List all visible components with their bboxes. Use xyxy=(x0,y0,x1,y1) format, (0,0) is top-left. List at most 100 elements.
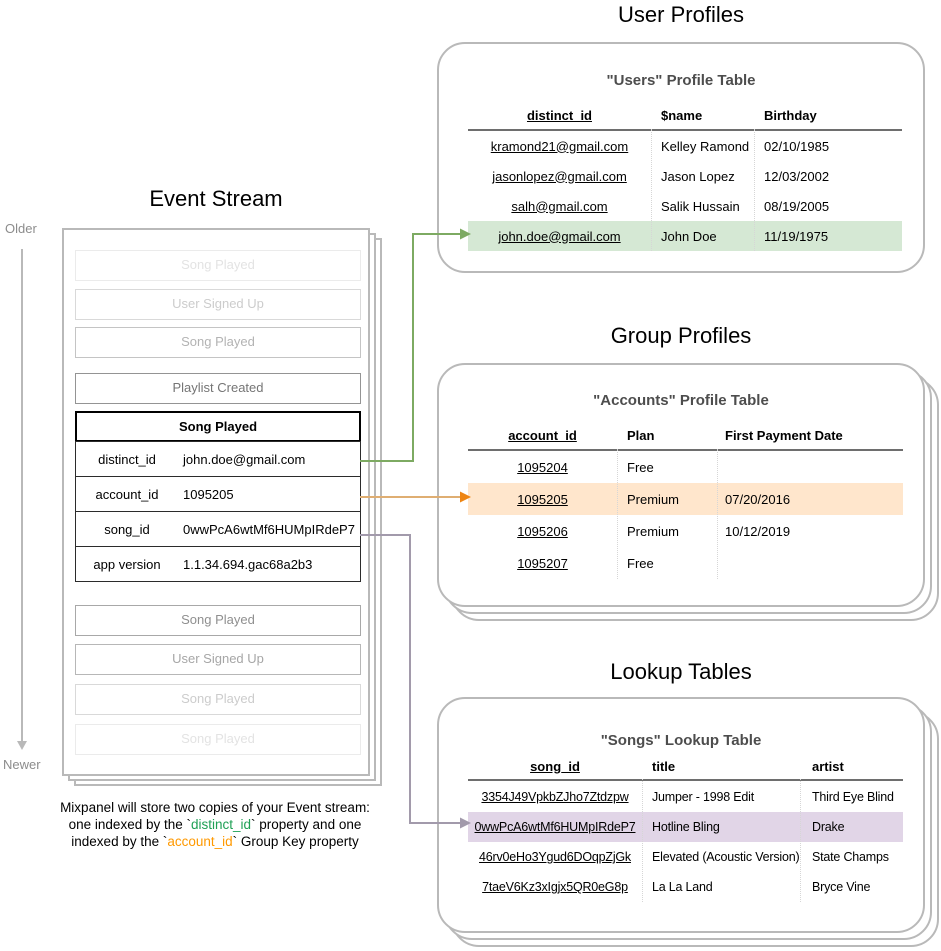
timeline-line xyxy=(21,249,23,741)
songs-table-title: "Songs" Lookup Table xyxy=(600,732,762,749)
table-row: jasonlopez@gmail.com Jason Lopez 12/03/2… xyxy=(468,161,902,191)
songs-table-header: song_id title artist xyxy=(468,753,903,779)
cell-birthday: 12/03/2002 xyxy=(764,168,830,184)
column-separator xyxy=(642,779,643,902)
cell-birthday: 11/19/1975 xyxy=(764,228,829,244)
cell-account-id: 1095206 xyxy=(517,523,568,539)
cell-plan: Premium xyxy=(627,491,680,507)
distinct-id-code: distinct_id xyxy=(190,817,252,832)
cell-name: Jason Lopez xyxy=(661,168,735,184)
property-value: 1.1.34.694.gac68a2b3 xyxy=(183,556,313,572)
cell-account-id: 1095205 xyxy=(517,491,568,507)
table-row-highlighted: john.doe@gmail.com John Doe 11/19/1975 xyxy=(468,221,902,251)
event-property-row: distinct_id john.doe@gmail.com xyxy=(75,441,361,477)
table-row: 46rv0eHo3Ygud6DOqpZjGk Elevated (Acousti… xyxy=(468,842,903,872)
cell-plan: Free xyxy=(627,459,654,475)
table-row-highlighted: 0wwPcA6wtMf6HUMpIRdeP7 Hotline Bling Dra… xyxy=(468,812,903,842)
property-key: distinct_id xyxy=(98,451,156,467)
cell-account-id: 1095204 xyxy=(517,459,568,475)
table-row: kramond21@gmail.com Kelley Ramond 02/10/… xyxy=(468,131,902,161)
column-header: account_id xyxy=(508,427,577,443)
newer-label: Newer xyxy=(3,757,41,772)
active-event-card: Song Played distinct_id john.doe@gmail.c… xyxy=(75,411,361,582)
property-value: john.doe@gmail.com xyxy=(183,451,306,467)
table-row: salh@gmail.com Salik Hussain 08/19/2005 xyxy=(468,191,902,221)
property-key: song_id xyxy=(104,521,150,537)
cell-distinct-id: salh@gmail.com xyxy=(511,198,608,214)
event-box: Song Played xyxy=(75,684,361,715)
group-profiles-card: "Accounts" Profile Table account_id Plan… xyxy=(437,363,925,607)
footnote-line-1: Mixpanel will store two copies of your E… xyxy=(60,800,370,815)
column-separator xyxy=(651,129,652,251)
cell-artist: Drake xyxy=(812,820,845,834)
column-separator xyxy=(800,779,801,902)
column-separator xyxy=(617,449,618,579)
property-key: account_id xyxy=(95,486,159,502)
cell-artist: State Champs xyxy=(812,850,889,864)
cell-name: Kelley Ramond xyxy=(661,138,750,154)
header-divider xyxy=(468,779,903,781)
column-header: Birthday xyxy=(764,107,817,123)
event-box: Song Played xyxy=(75,724,361,755)
property-key: app version xyxy=(93,556,161,572)
lookup-tables-card: "Songs" Lookup Table song_id title artis… xyxy=(437,697,925,933)
column-header: title xyxy=(652,758,676,774)
cell-plan: Free xyxy=(627,555,654,571)
table-row-highlighted: 1095205 Premium 07/20/2016 xyxy=(468,483,903,515)
cell-distinct-id: jasonlopez@gmail.com xyxy=(492,168,627,184)
event-stream-container: Song Played User Signed Up Song Played P… xyxy=(62,228,370,776)
column-header: Plan xyxy=(627,427,655,443)
column-header: distinct_id xyxy=(526,107,592,123)
event-property-row: account_id 1095205 xyxy=(75,476,361,512)
timeline-arrow-down-icon xyxy=(16,741,27,750)
cell-first-payment-date: 10/12/2019 xyxy=(725,523,791,539)
footnote-line-3: indexed by the `account_id` Group Key pr… xyxy=(71,834,359,849)
cell-song-id: 46rv0eHo3Ygud6DOqpZjGk xyxy=(479,850,631,864)
users-table-header: distinct_id $name Birthday xyxy=(468,102,902,128)
group-profiles-title: Group Profiles xyxy=(610,323,752,348)
cell-distinct-id: kramond21@gmail.com xyxy=(490,138,629,154)
cell-title: La La Land xyxy=(652,880,713,894)
column-separator xyxy=(717,449,718,579)
cell-name: John Doe xyxy=(661,228,717,244)
users-table-title: "Users" Profile Table xyxy=(606,72,756,89)
event-box: Song Played xyxy=(75,327,361,358)
header-divider xyxy=(468,129,902,131)
event-box: Playlist Created xyxy=(75,373,361,404)
event-property-row: app version 1.1.34.694.gac68a2b3 xyxy=(75,546,361,582)
cell-distinct-id: john.doe@gmail.com xyxy=(498,228,621,244)
event-box: Song Played xyxy=(75,250,361,281)
cell-artist: Third Eye Blind xyxy=(812,790,894,804)
event-property-row: song_id 0wwPcA6wtMf6HUMpIRdeP7 xyxy=(75,511,361,547)
accounts-table-header: account_id Plan First Payment Date xyxy=(468,422,903,448)
column-separator xyxy=(754,129,755,251)
property-value: 0wwPcA6wtMf6HUMpIRdeP7 xyxy=(183,521,355,537)
column-header: $name xyxy=(661,107,703,123)
cell-song-id: 0wwPcA6wtMf6HUMpIRdeP7 xyxy=(474,820,636,834)
cell-account-id: 1095207 xyxy=(517,555,568,571)
column-header: First Payment Date xyxy=(725,427,843,443)
cell-song-id: 7taeV6Kz3xIgjx5QR0eG8p xyxy=(482,880,628,894)
table-row: 1095207 Free xyxy=(468,547,903,579)
table-row: 1095204 Free xyxy=(468,451,903,483)
table-row: 7taeV6Kz3xIgjx5QR0eG8p La La Land Bryce … xyxy=(468,872,903,902)
cell-title: Jumper - 1998 Edit xyxy=(652,790,755,804)
footnote-line-2: one indexed by the `distinct_id` propert… xyxy=(68,817,362,832)
cell-artist: Bryce Vine xyxy=(812,880,871,894)
user-profiles-title: User Profiles xyxy=(618,2,744,27)
header-divider xyxy=(468,449,903,451)
event-box: User Signed Up xyxy=(75,289,361,320)
cell-plan: Premium xyxy=(627,523,680,539)
account-id-code: account_id xyxy=(167,834,233,849)
table-row: 3354J49VpkbZJho7Ztdzpw Jumper - 1998 Edi… xyxy=(468,782,903,812)
column-header: artist xyxy=(812,758,844,774)
event-stream-title: Event Stream xyxy=(149,186,283,211)
cell-title: Hotline Bling xyxy=(652,820,720,834)
event-box: Song Played xyxy=(75,605,361,636)
cell-title: Elevated (Acoustic Version) xyxy=(652,850,800,864)
cell-birthday: 02/10/1985 xyxy=(764,138,830,154)
cell-name: Salik Hussain xyxy=(661,198,740,214)
lookup-tables-title: Lookup Tables xyxy=(610,659,752,684)
cell-birthday: 08/19/2005 xyxy=(764,198,830,214)
